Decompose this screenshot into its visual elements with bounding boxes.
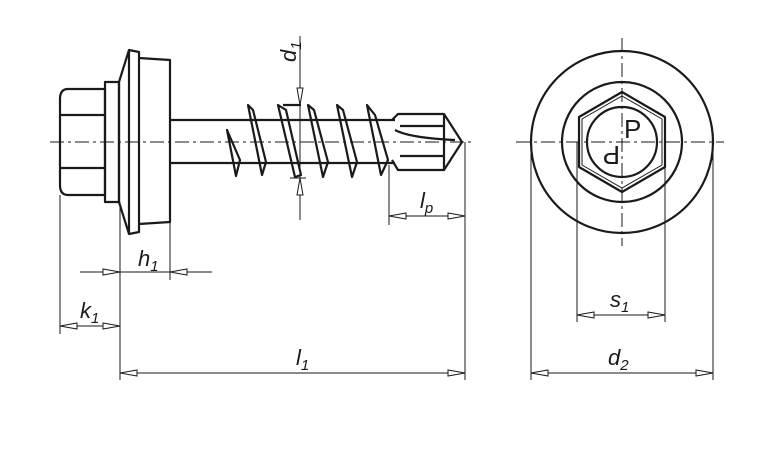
sealing-washer [138, 56, 172, 226]
dim-label-l1: l1 [296, 345, 309, 374]
dim-label-d1: d1 [276, 41, 305, 62]
flange-outline [560, 80, 684, 204]
dim-label-lp: lp [420, 188, 433, 217]
hex-outline [577, 90, 667, 194]
head-marking: P [624, 114, 641, 144]
hex-head [58, 87, 107, 197]
drill-point [391, 112, 464, 172]
side-view: d1 lp h1 k1 l1 [50, 36, 472, 380]
head-marking-rotated: P [603, 140, 620, 170]
dim-label-h1: h1 [138, 246, 159, 275]
dim-label-s1: s1 [610, 287, 629, 316]
dim-label-k1: k1 [80, 298, 99, 327]
top-view: P P s1 d2 [516, 38, 724, 380]
threads [225, 103, 390, 179]
dim-label-d2: d2 [608, 345, 629, 374]
